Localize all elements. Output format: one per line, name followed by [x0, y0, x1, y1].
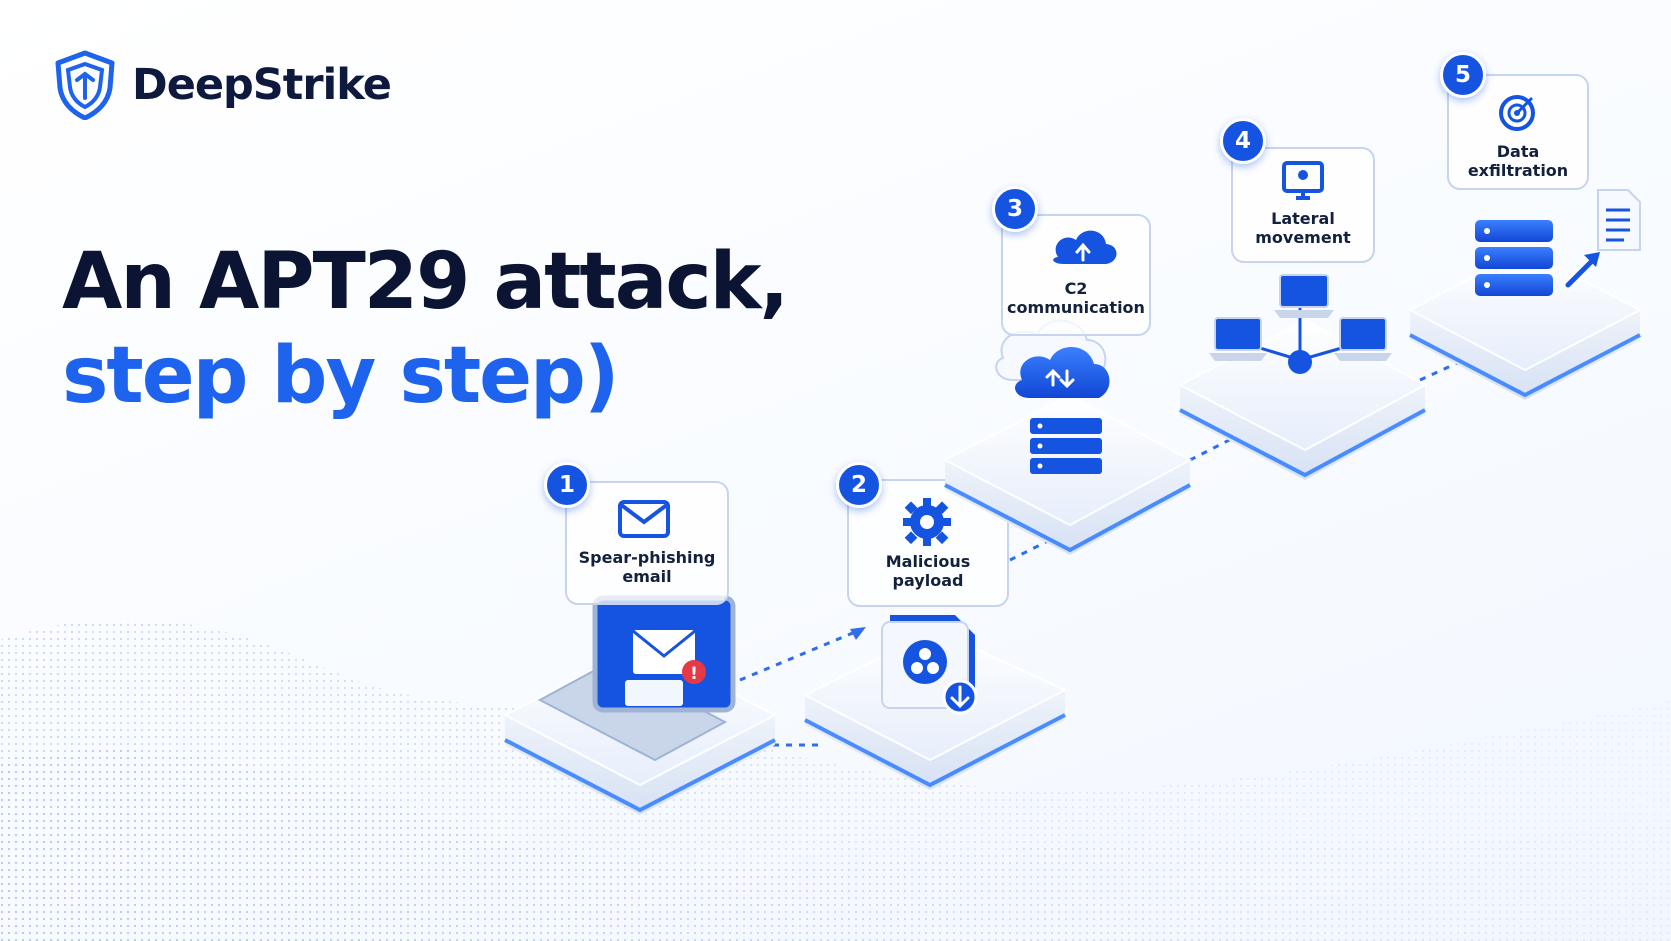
step-4-label-line2: movement [1255, 228, 1351, 247]
step-4-card[interactable] [1231, 147, 1375, 263]
download-icon [942, 679, 978, 715]
headline-line1: An APT29 attack, [62, 237, 789, 327]
step-2-badge: 2 [836, 462, 882, 508]
step-5-badge: 5 [1440, 52, 1486, 98]
laptop-email-alert: ! [537, 595, 736, 762]
step-1-card[interactable] [565, 481, 729, 605]
networked-laptops [1209, 274, 1392, 374]
step-1-label-line1: Spear-phishing [578, 548, 716, 567]
step-4-label: Lateral movement [1232, 209, 1374, 247]
biohazard-file-download [881, 615, 978, 715]
shield-icon [55, 50, 115, 120]
brand-name: DeepStrike [132, 60, 392, 110]
step-3-label-line1: C2 [1064, 279, 1088, 298]
step-5-card[interactable] [1447, 74, 1589, 190]
server-stack-icon [1030, 418, 1102, 474]
step-1-badge: 1 [544, 462, 590, 508]
transfer-arrows-icon [1045, 368, 1075, 389]
target-icon [1499, 95, 1535, 131]
laptop-icon [1334, 317, 1392, 361]
step-3-label-line2: communication [1007, 298, 1145, 317]
step-2-label-line2: payload [892, 571, 964, 590]
gear-icon [903, 498, 951, 546]
svg-text:!: ! [690, 664, 698, 684]
biohazard-icon [911, 648, 939, 674]
step-3-label: C2 communication [1002, 279, 1150, 317]
step-2-card[interactable] [847, 479, 1009, 607]
step-4-label-line1: Lateral [1271, 209, 1335, 228]
arrow-head-1-2 [850, 627, 866, 640]
brand-logo[interactable]: DeepStrike [52, 50, 392, 120]
envelope-icon [618, 500, 670, 538]
step-5-label-line2: exfiltration [1467, 161, 1569, 180]
step-2-label-line1: Malicious [885, 552, 971, 571]
cloud-upload-icon [1053, 230, 1117, 264]
page-headline: An APT29 attack, step by step) [62, 235, 789, 423]
laptop-icon [1274, 274, 1334, 318]
connector-4-5 [1419, 353, 1476, 382]
exfil-arrow-icon [1565, 252, 1600, 288]
connector-3-4 [1189, 430, 1246, 462]
connector-2-3 [1009, 533, 1061, 562]
server-document-arrow [1475, 189, 1641, 296]
step-3-card[interactable] [1001, 214, 1151, 336]
document-icon [1597, 189, 1641, 251]
step-2-label: Malicious payload [848, 552, 1008, 590]
step-4-platform [1177, 318, 1428, 480]
step-5-label-line1: Data [1496, 142, 1540, 161]
step-1-label-line2: email [622, 567, 672, 586]
laptop-icon [1209, 317, 1267, 361]
step-5-platform [1407, 248, 1643, 400]
step-3-badge: 3 [992, 186, 1038, 232]
connector-1-2 [739, 628, 861, 747]
headline-line2: step by step) [62, 331, 620, 421]
alert-badge-icon [682, 660, 706, 684]
monitor-icon [1282, 161, 1324, 200]
step-4-badge: 4 [1220, 118, 1266, 164]
step-1-label: Spear-phishing email [566, 548, 728, 586]
server-stack-icon [1475, 220, 1553, 296]
step-5-label: Data exfiltration [1448, 142, 1588, 180]
